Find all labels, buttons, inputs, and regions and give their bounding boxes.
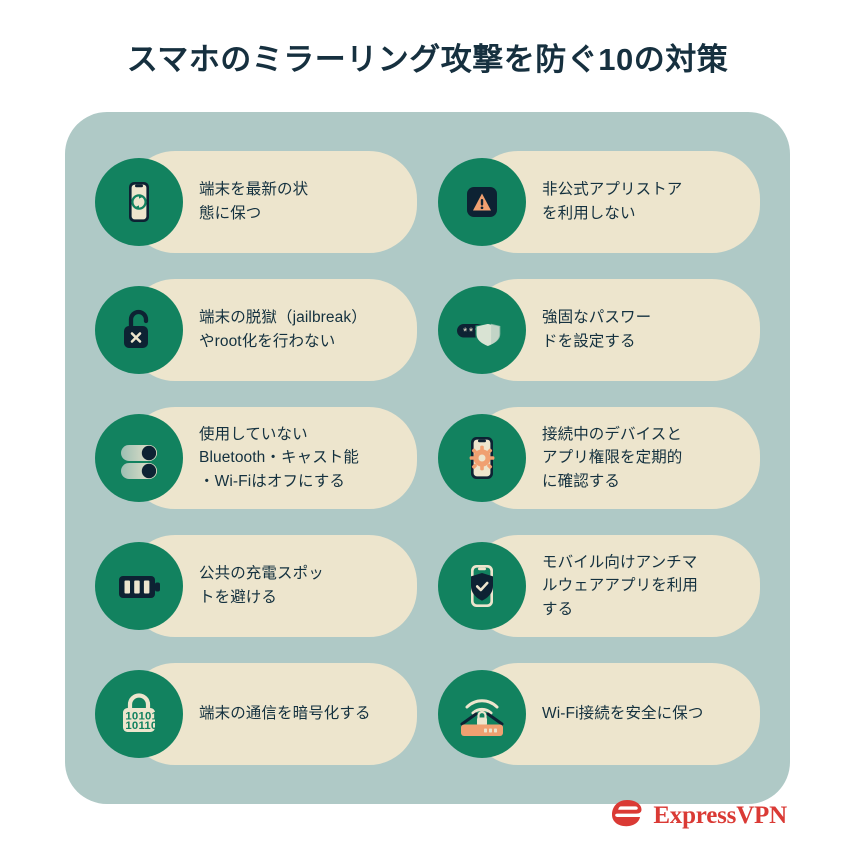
password-shield-icon: **** (454, 304, 510, 356)
tips-grid: 端末を最新の状態に保つ 非公式アプリストアを利用しない (95, 142, 760, 774)
item-badge (95, 286, 183, 374)
item-badge (438, 670, 526, 758)
list-item-label: 非公式アプリストアを利用しない (542, 181, 683, 222)
expressvpn-logo[interactable]: ExpressVPN (610, 798, 787, 833)
battery-icon (113, 560, 165, 612)
item-badge (438, 542, 526, 630)
item-badge (438, 158, 526, 246)
list-item[interactable]: **** 強固なパスワードを設定する (438, 270, 760, 390)
toggle-switches-icon (113, 432, 165, 484)
list-item-label: Wi-Fi接続を安全に保つ (542, 705, 704, 723)
list-item-label: 端末の通信を暗号化する (199, 705, 371, 723)
phone-gear-icon (456, 432, 508, 484)
page-title: スマホのミラーリング攻撃を防ぐ10の対策 (126, 42, 729, 77)
list-item[interactable]: 公共の充電スポットを避ける (95, 526, 417, 646)
item-badge (95, 158, 183, 246)
list-item-label: 接続中のデバイスとアプリ権限を定期的に確認する (542, 425, 683, 490)
list-item[interactable]: 10101 10110 端末の通信を暗号化する (95, 654, 417, 774)
item-badge: **** (438, 286, 526, 374)
list-item[interactable]: Wi-Fi接続を安全に保つ (438, 654, 760, 774)
list-item-label: 端末を最新の状態に保つ (199, 181, 309, 222)
phone-refresh-icon (113, 176, 165, 228)
list-item-label: 公共の充電スポットを避ける (199, 565, 324, 606)
item-badge: 10101 10110 (95, 670, 183, 758)
expressvpn-wordmark: ExpressVPN (653, 801, 787, 829)
list-item-label: 強固なパスワードを設定する (542, 309, 652, 350)
list-item[interactable]: 接続中のデバイスとアプリ権限を定期的に確認する (438, 398, 760, 518)
tips-panel: 端末を最新の状態に保つ 非公式アプリストアを利用しない (65, 112, 790, 804)
expressvpn-e-logo-icon (610, 798, 644, 833)
binary-line-2: 10110 (125, 720, 157, 732)
list-item[interactable]: 端末の脱獄（jailbreak）やroot化を行わない (95, 270, 417, 390)
binary-padlock-icon: 10101 10110 (113, 688, 165, 740)
unlocked-padlock-x-icon (113, 304, 165, 356)
list-item-label: 端末の脱獄（jailbreak）やroot化を行わない (199, 309, 367, 350)
list-item[interactable]: モバイル向けアンチマルウェアアプリを利用する (438, 526, 760, 646)
binary-line-1: 10101 (125, 711, 158, 723)
router-wifi-lock-icon (454, 688, 510, 740)
item-badge (438, 414, 526, 502)
item-badge (95, 414, 183, 502)
list-item[interactable]: 端末を最新の状態に保つ (95, 142, 417, 262)
list-item[interactable]: 非公式アプリストアを利用しない (438, 142, 760, 262)
phone-shield-check-icon (456, 560, 508, 612)
warning-app-icon (456, 176, 508, 228)
item-badge (95, 542, 183, 630)
list-item-label: モバイル向けアンチマルウェアアプリを利用する (542, 553, 699, 618)
